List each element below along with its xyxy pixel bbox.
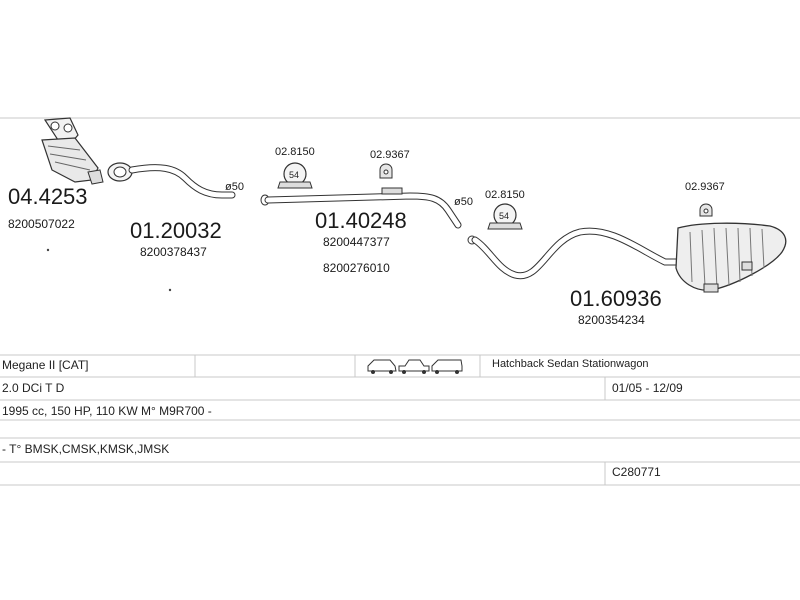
middle-pipe-drawing[interactable] <box>260 187 462 229</box>
clamp-1-drawing[interactable]: 54 <box>277 162 313 189</box>
clamp-1-size: 54 <box>289 170 299 180</box>
application-table-lines <box>0 354 800 486</box>
clamp-2-drawing[interactable]: 54 <box>487 203 523 230</box>
reference-cell: C280771 <box>612 465 661 479</box>
clamp-2-part-number: 02.8150 <box>485 189 525 201</box>
body-types-cell: Hatchback Sedan Stationwagon <box>492 358 649 370</box>
catalyst-oe-number: 8200507022 <box>8 217 75 231</box>
hanger-1-drawing[interactable] <box>379 163 393 179</box>
car-body-type-icons <box>367 359 463 374</box>
hatchback-car-icon <box>367 359 397 374</box>
middle-pipe-oe-number-2: 8200276010 <box>323 261 390 275</box>
sedan-car-icon <box>398 359 430 374</box>
model-cell: Megane II [CAT] <box>2 358 89 372</box>
catalytic-converter-drawing[interactable] <box>41 117 104 185</box>
clamp-2-size: 54 <box>499 211 509 221</box>
front-pipe-oe-number: 8200378437 <box>140 245 207 259</box>
engine-cell: 2.0 DCi T D <box>2 381 65 395</box>
front-pipe-drawing[interactable] <box>107 162 236 199</box>
rear-silencer-oe-number: 8200354234 <box>578 313 645 327</box>
middle-pipe-part-number: 01.40248 <box>315 208 407 233</box>
rear-silencer-part-number: 01.60936 <box>570 286 662 311</box>
stationwagon-car-icon <box>431 359 463 374</box>
dot-marker <box>46 248 50 252</box>
front-pipe-part-number: 01.20032 <box>130 218 222 243</box>
hanger-2-drawing[interactable] <box>699 203 713 217</box>
rear-silencer-drawing[interactable] <box>467 222 787 293</box>
dot-marker <box>168 288 172 292</box>
clamp-1-part-number: 02.8150 <box>275 146 315 158</box>
hanger-1-part-number: 02.9367 <box>370 149 410 161</box>
engine-codes-cell: - T° BMSK,CMSK,KMSK,JMSK <box>2 442 170 456</box>
catalyst-part-number: 04.4253 <box>8 184 88 209</box>
specs-cell: 1995 cc, 150 HP, 110 KW M° M9R700 - <box>2 404 212 418</box>
diameter-label-2: ø50 <box>454 196 473 208</box>
dates-cell: 01/05 - 12/09 <box>612 381 683 395</box>
middle-pipe-oe-number-1: 8200447377 <box>323 235 390 249</box>
diameter-label-1: ø50 <box>225 181 244 193</box>
hanger-2-part-number: 02.9367 <box>685 181 725 193</box>
